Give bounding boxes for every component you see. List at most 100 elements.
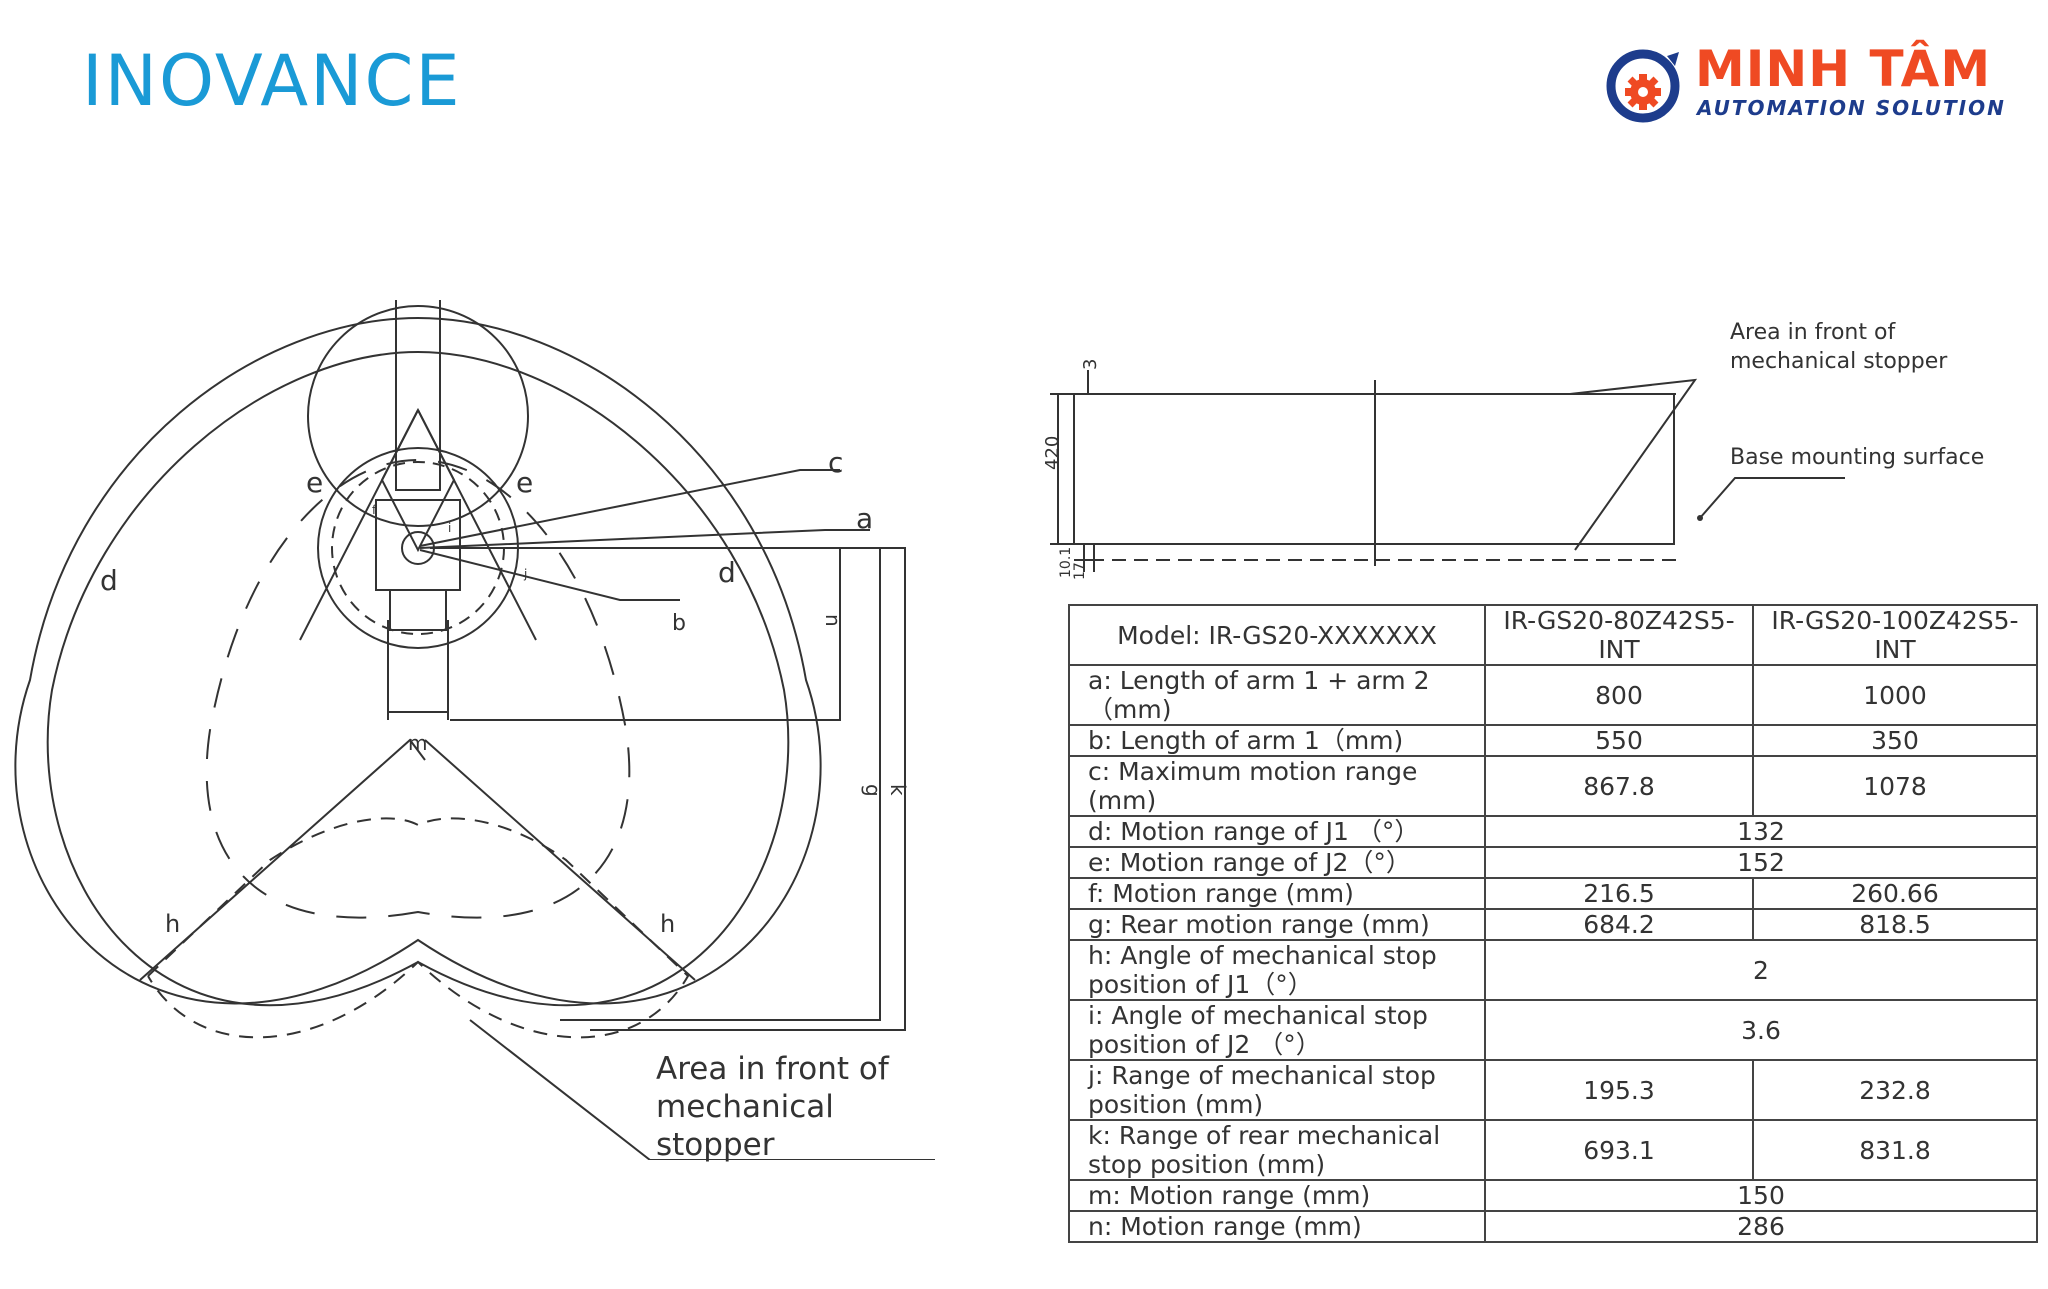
row-value-merged: 152 [1484,846,2038,879]
leader-c [419,469,840,547]
minhtam-tagline: AUTOMATION SOLUTION [1697,96,2006,120]
row-label: m: Motion range (mm) [1068,1179,1486,1212]
m-dimension [387,620,449,720]
n-dimension [430,547,841,721]
header-model-80: IR-GS20-80Z42S5-INT [1484,604,1754,666]
top-view-callout: Area in front of mechanical stopper [656,1051,889,1163]
link-triangle [380,407,456,553]
side-callout-base: Base mounting surface [1730,445,1985,470]
label-h-left: h [165,910,180,938]
base-body [375,499,461,591]
leader-a [419,529,870,549]
label-m: m [408,731,427,755]
label-c: c [828,446,843,479]
row-value-80: 800 [1484,664,1754,726]
side-leader-stopper [1569,378,1698,551]
row-value-100: 1078 [1752,755,2038,817]
label-j: j [523,567,527,581]
row-label: g: Rear motion range (mm) [1068,908,1486,941]
table-row: h: Angle of mechanical stop position of … [1068,939,2038,1001]
row-label: f: Motion range (mm) [1068,877,1486,910]
row-label: j: Range of mechanical stop position (mm… [1068,1059,1486,1121]
label-f: f [372,503,377,517]
row-value-100: 260.66 [1752,877,2038,910]
row-value-80: 867.8 [1484,755,1754,817]
row-value-merged: 2 [1484,939,2038,1001]
g-dimension [560,547,881,1021]
row-label: a: Length of arm 1 + arm 2（mm) [1068,664,1486,726]
label-i: i [448,521,451,535]
label-h-right: h [660,910,675,938]
side-dim-label-101: 10.1 [1058,547,1074,578]
outer-outline [14,316,822,1005]
table-row: k: Range of rear mechanical stop positio… [1068,1119,2038,1181]
side-leader-base [1699,477,1845,519]
side-dim-420 [1050,393,1074,545]
row-value-merged: 132 [1484,815,2038,848]
row-value-merged: 150 [1484,1179,2038,1212]
table-row: e: Motion range of J2（°） 152 [1068,846,2038,879]
table-row: g: Rear motion range (mm) 684.2 818.5 [1068,908,2038,941]
row-label: h: Angle of mechanical stop position of … [1068,939,1486,1001]
row-label: b: Length of arm 1（mm) [1068,724,1486,757]
base-foot [389,589,447,631]
table-row: b: Length of arm 1（mm) 550 350 [1068,724,2038,757]
inner-outline [46,350,790,1007]
side-dim-label-17: 17 [1072,562,1088,580]
table-row: m: Motion range (mm) 150 [1068,1179,2038,1212]
side-view-drawing: 3 420 10.1 17 [1042,359,1845,580]
table-row: n: Motion range (mm) 286 [1068,1210,2038,1243]
row-label: i: Angle of mechanical stop position of … [1068,999,1486,1061]
row-value-100: 818.5 [1752,908,2038,941]
row-value-80: 693.1 [1484,1119,1754,1181]
side-dim-label-3: 3 [1080,359,1101,370]
row-value-merged: 3.6 [1484,999,2038,1061]
table-header-row: Model: IR-GS20-XXXXXXX IR-GS20-80Z42S5-I… [1068,604,2038,666]
dashed-range [205,458,631,919]
label-g: g [861,784,885,797]
row-value-80: 684.2 [1484,908,1754,941]
table-row: j: Range of mechanical stop position (mm… [1068,1059,2038,1121]
label-d-right: d [718,556,736,589]
spec-table: Model: IR-GS20-XXXXXXX IR-GS20-80Z42S5-I… [1068,604,2038,1243]
label-a: a [856,502,873,535]
robot-arm [395,300,441,491]
minhtam-name: MINH TÂM [1695,40,1992,98]
row-value-100: 1000 [1752,664,2038,726]
row-value-100: 232.8 [1752,1059,2038,1121]
row-label: c: Maximum motion range (mm) [1068,755,1486,817]
left-boundary [139,738,426,981]
table-row: d: Motion range of J1 （°） 132 [1068,815,2038,848]
stopper-leader [469,1019,935,1160]
side-callout-stopper: Area in front of mechanical stopper [1730,320,1948,374]
row-value-80: 195.3 [1484,1059,1754,1121]
row-label: d: Motion range of J1 （°） [1068,815,1486,848]
row-value-80: 550 [1484,724,1754,757]
gear-icon [1606,49,1680,123]
table-row: f: Motion range (mm) 216.5 260.66 [1068,877,2038,910]
label-d-left: d [100,564,118,597]
j2-circle [307,305,529,527]
table-row: i: Angle of mechanical stop position of … [1068,999,2038,1061]
side-dim-low [1074,544,1096,572]
reach-lines [299,409,537,641]
side-leader-dot [1697,515,1703,521]
row-value-100: 350 [1752,724,2038,757]
header-model-100: IR-GS20-100Z42S5-INT [1752,604,2038,666]
header-model: Model: IR-GS20-XXXXXXX [1068,604,1486,666]
label-n: n [821,614,845,627]
row-value-80: 216.5 [1484,877,1754,910]
row-value-merged: 286 [1484,1210,2038,1243]
table-row: a: Length of arm 1 + arm 2（mm) 800 1000 [1068,664,2038,726]
row-label: k: Range of rear mechanical stop positio… [1068,1119,1486,1181]
row-label: e: Motion range of J2（°） [1068,846,1486,879]
label-e-right: e [516,466,533,499]
label-k: k [886,784,910,796]
row-value-100: 831.8 [1752,1119,2038,1181]
label-b: b [672,611,686,636]
row-label: n: Motion range (mm) [1068,1210,1486,1243]
minhtam-logo: MINH TÂM AUTOMATION SOLUTION [1605,40,2005,130]
inovance-logo: INOVANCE [82,40,462,122]
leader-b [419,549,680,601]
label-e-left: e [306,466,323,499]
